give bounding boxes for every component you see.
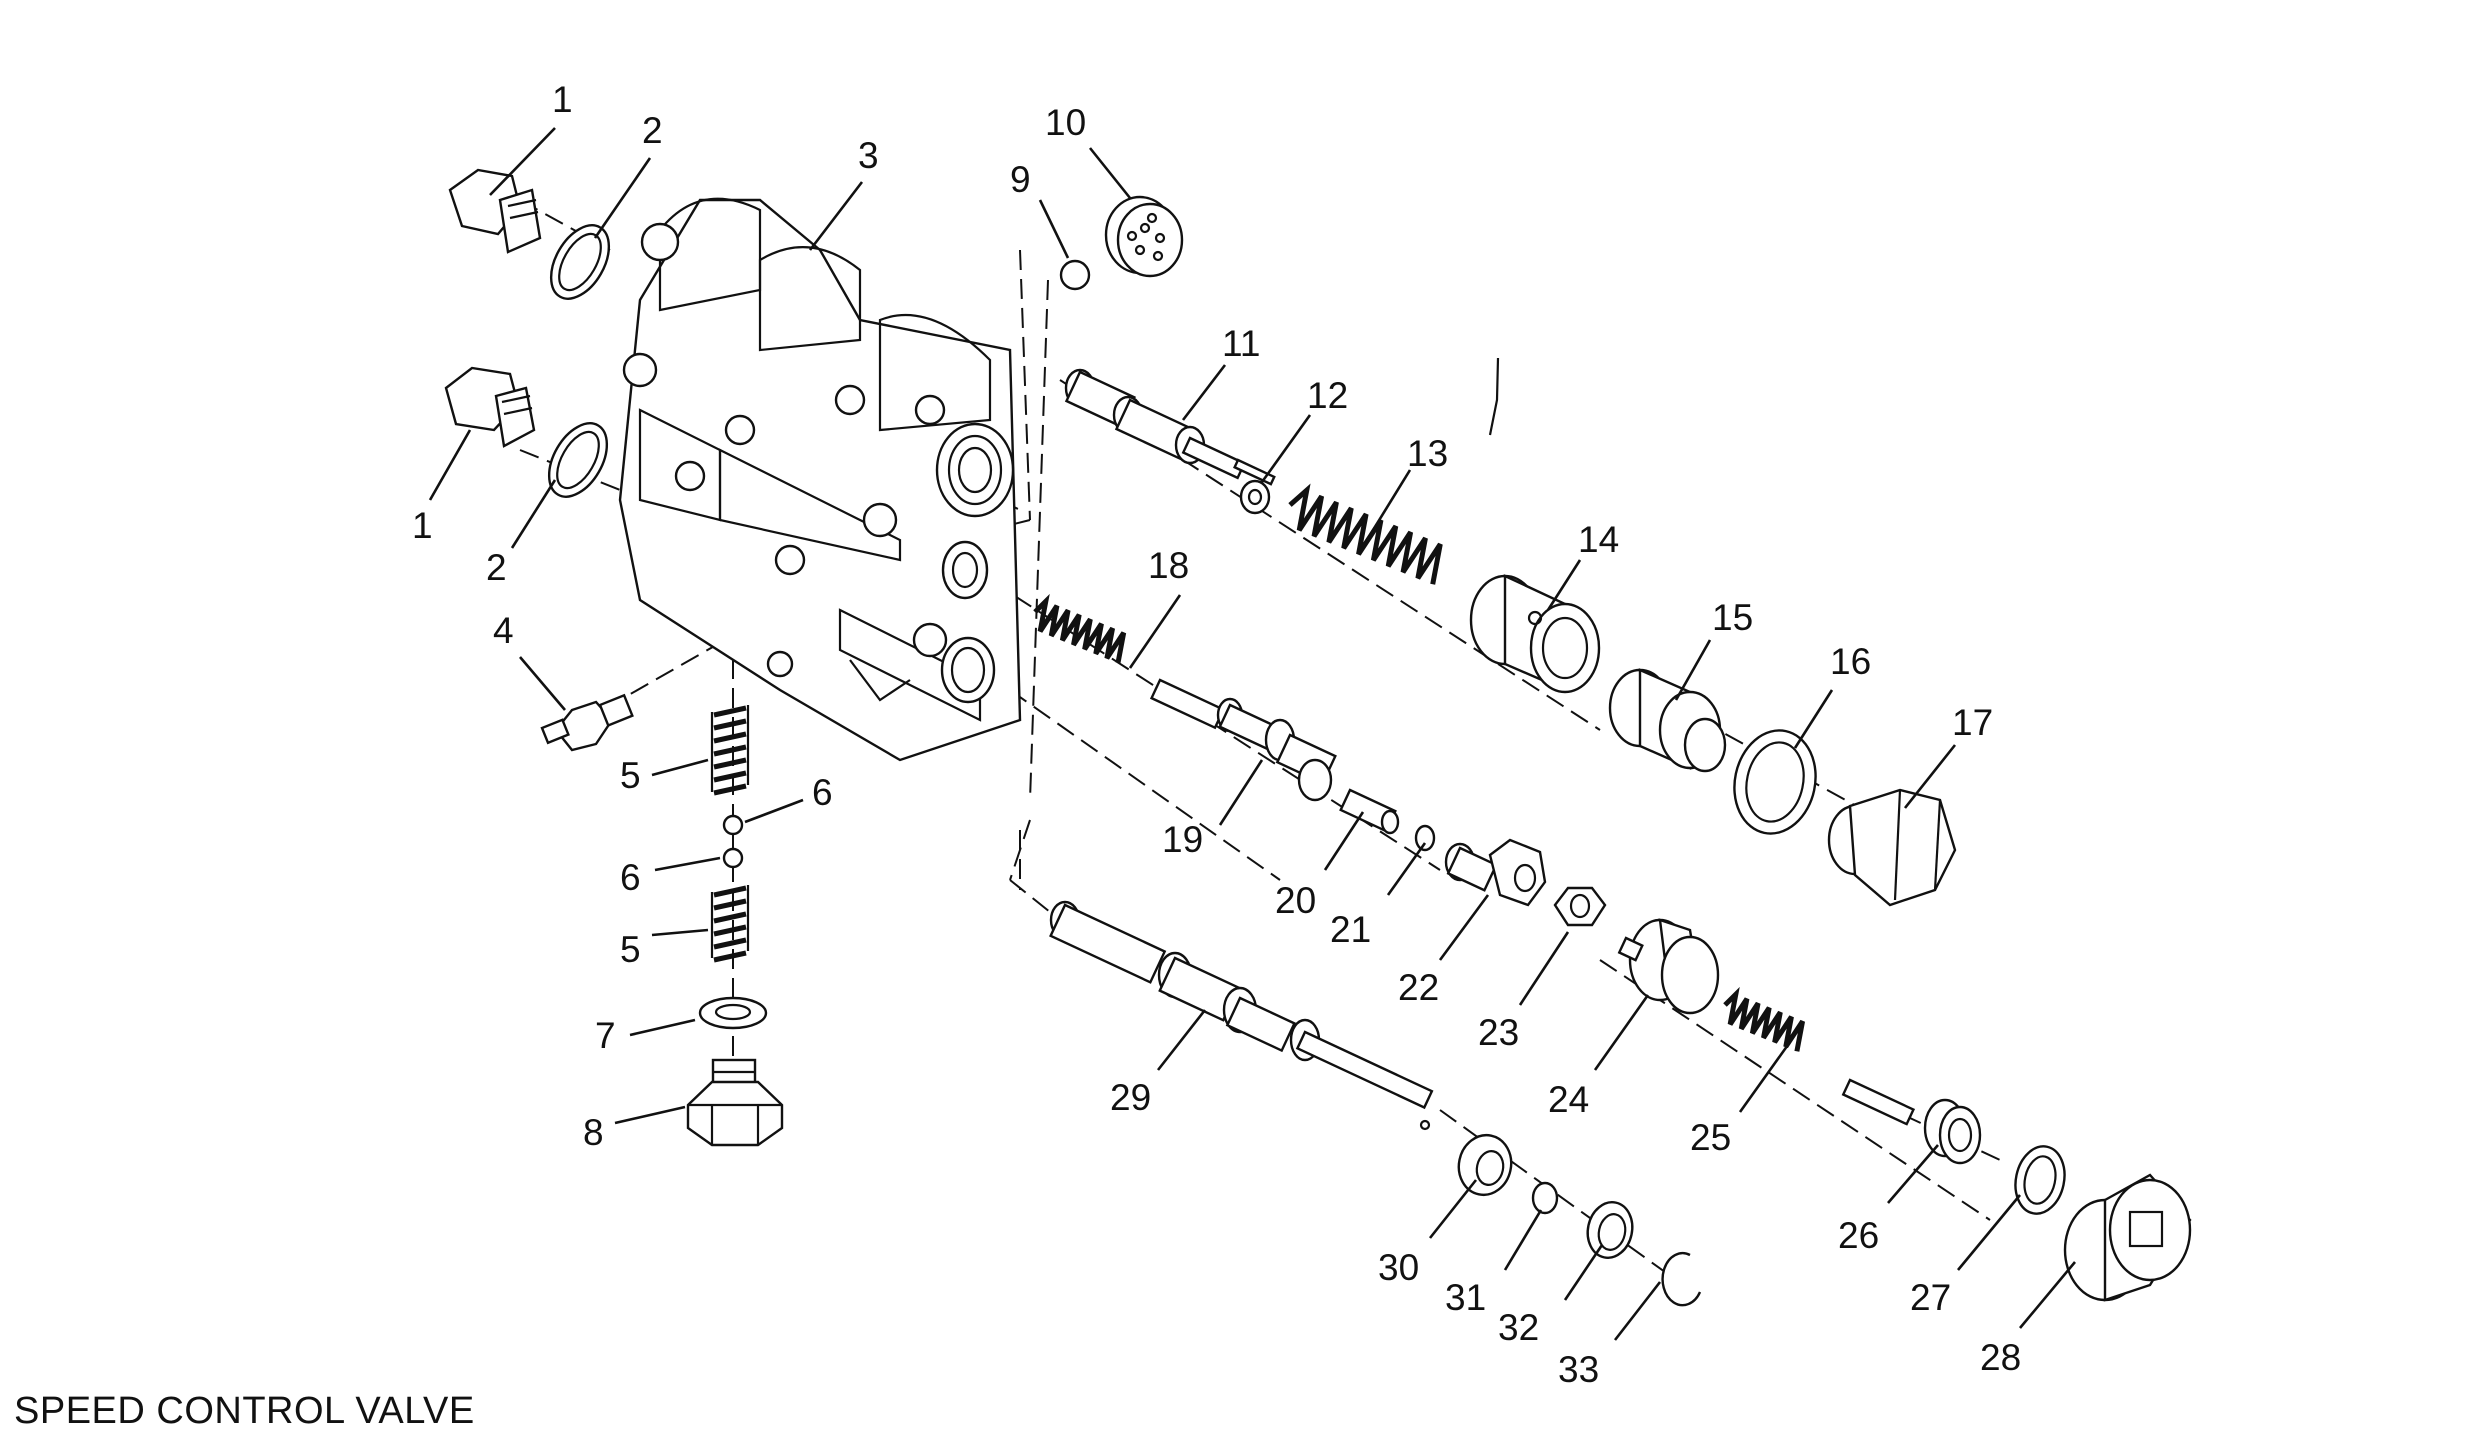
callout-20: 20 xyxy=(1275,880,1316,921)
gasket-16 xyxy=(1733,729,1817,835)
callout-25: 25 xyxy=(1690,1117,1731,1158)
callout-9: 9 xyxy=(1010,159,1031,200)
ring-21 xyxy=(1414,824,1436,852)
callout-32: 32 xyxy=(1498,1307,1539,1348)
valve-spool-11 xyxy=(1064,368,1276,486)
gasket-27 xyxy=(2014,1145,2066,1215)
callout-3: 3 xyxy=(858,135,879,176)
sleeve-14 xyxy=(1469,574,1601,694)
callout-19: 19 xyxy=(1162,819,1203,860)
callout-31: 31 xyxy=(1445,1277,1486,1318)
spring-upper-5 xyxy=(710,705,750,796)
callout-12: 12 xyxy=(1307,375,1348,416)
snap-ring-33 xyxy=(1661,1251,1702,1307)
check-ball-9 xyxy=(1059,259,1091,291)
callout-27: 27 xyxy=(1910,1277,1951,1318)
gasket-lower xyxy=(547,422,609,498)
callout-30: 30 xyxy=(1378,1247,1419,1288)
stop-12 xyxy=(1239,479,1271,515)
callout-5-upper: 5 xyxy=(620,755,641,796)
cap-28 xyxy=(2063,1173,2192,1302)
plug-lower xyxy=(444,366,536,448)
valve-body xyxy=(618,197,1022,762)
pin-20 xyxy=(1339,788,1400,835)
plunger-24 xyxy=(1617,918,1720,1015)
sleeve-26 xyxy=(1841,1078,1982,1165)
adjusting-screw-22 xyxy=(1444,838,1547,907)
callout-15: 15 xyxy=(1712,597,1753,638)
stray-pen-mark xyxy=(1488,357,1500,436)
callout-22: 22 xyxy=(1398,967,1439,1008)
callout-33: 33 xyxy=(1558,1349,1599,1390)
callout-5-lower: 5 xyxy=(620,929,641,970)
spring-13 xyxy=(1288,483,1443,585)
callout-1-lower: 1 xyxy=(412,505,433,546)
seal-32 xyxy=(1586,1201,1634,1259)
callout-1-upper: 1 xyxy=(552,79,573,120)
callout-numbers: 1 1 2 2 3 4 5 5 6 6 7 8 9 10 11 12 13 14… xyxy=(412,79,2021,1390)
callout-13: 13 xyxy=(1407,433,1448,474)
callout-26: 26 xyxy=(1838,1215,1879,1256)
callout-28: 28 xyxy=(1980,1337,2021,1378)
washer-30 xyxy=(1457,1133,1513,1197)
callout-17: 17 xyxy=(1952,702,1993,743)
callout-18: 18 xyxy=(1148,545,1189,586)
filter-screen-10 xyxy=(1104,195,1184,278)
callout-14: 14 xyxy=(1578,519,1619,560)
washer-7 xyxy=(698,996,768,1030)
callout-8: 8 xyxy=(583,1112,604,1153)
spring-18 xyxy=(1033,593,1127,664)
nut-23 xyxy=(1553,886,1607,927)
plug-17 xyxy=(1827,788,1957,907)
gasket-upper xyxy=(549,224,611,300)
leader-lines xyxy=(428,127,2076,1341)
spring-25 xyxy=(1723,986,1806,1052)
callout-10: 10 xyxy=(1045,102,1086,143)
balls-6 xyxy=(722,814,744,869)
piston-15 xyxy=(1608,668,1727,773)
callout-6-lower: 6 xyxy=(620,857,641,898)
callout-11: 11 xyxy=(1222,323,1260,364)
ring-31 xyxy=(1531,1181,1559,1215)
callout-7: 7 xyxy=(595,1015,616,1056)
callout-2-upper: 2 xyxy=(642,110,663,151)
hex-plug-8 xyxy=(686,1058,784,1147)
callout-29: 29 xyxy=(1110,1077,1151,1118)
valve-spool-19 xyxy=(1149,678,1337,802)
callout-4: 4 xyxy=(493,610,514,651)
plug-upper xyxy=(448,168,542,254)
callout-23: 23 xyxy=(1478,1012,1519,1053)
diagram-title: SPEED CONTROL VALVE xyxy=(14,1390,475,1432)
callout-6-upper: 6 xyxy=(812,772,833,813)
callout-16: 16 xyxy=(1830,641,1871,682)
callout-24: 24 xyxy=(1548,1079,1589,1120)
spring-lower-5 xyxy=(710,885,750,963)
callout-2-lower: 2 xyxy=(486,547,507,588)
fitting xyxy=(540,693,634,752)
shaft-29 xyxy=(1049,900,1434,1131)
callout-21: 21 xyxy=(1330,909,1371,950)
